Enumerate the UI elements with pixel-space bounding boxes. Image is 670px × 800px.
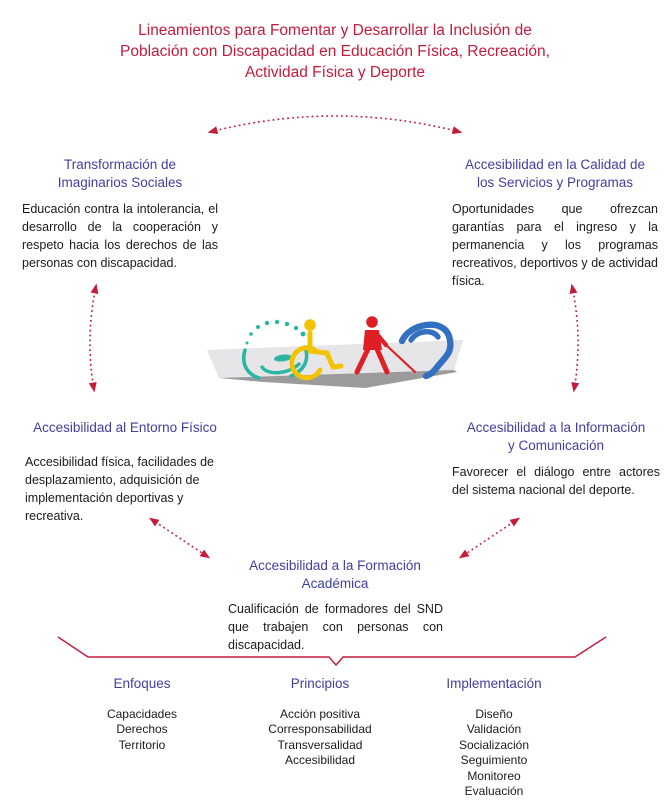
wheelchair-icon (289, 319, 344, 381)
node-heading: Accesibilidad en la Calidad de los Servi… (452, 156, 658, 191)
title-line-2: Población con Discapacidad en Educación … (120, 43, 550, 60)
heading-line: los Servicios y Programas (476, 174, 634, 190)
node-calidad-servicios: Accesibilidad en la Calidad de los Servi… (452, 156, 658, 290)
list-item: Seguimiento (460, 753, 528, 767)
ribbon-banner (207, 340, 463, 388)
left-vertical-arrow (88, 283, 99, 393)
hearing-impairment-ear-icon (398, 321, 454, 380)
right-vertical-arrow (569, 283, 580, 393)
visual-impairment-cane-icon (354, 316, 417, 375)
column-heading-label: Principios (290, 676, 350, 691)
list-item: Evaluación (464, 784, 524, 798)
column-heading-label: Implementación (446, 676, 542, 691)
column-implementacion: Implementación Diseño Validación Sociali… (419, 675, 569, 800)
node-heading: Transformación de Imaginarios Sociales (22, 156, 218, 191)
right-diagonal-arrow (458, 517, 521, 559)
title-line-1: Lineamientos para Fomentar y Desarrollar… (138, 22, 532, 39)
list-item: Monitoreo (467, 768, 521, 783)
cognitive-disability-icon (242, 319, 309, 380)
list-item: Transversalidad (277, 737, 363, 752)
node-body: Educación contra la intolerancia, el des… (22, 202, 218, 270)
list-item: Acción positiva (279, 706, 361, 721)
column-heading-label: Enfoques (113, 676, 171, 691)
node-body: Oportunidades que ofrezcan garantías par… (452, 202, 658, 288)
heading-line: y Comunicación (507, 437, 605, 453)
node-heading: Accesibilidad a la Formación Académica (225, 557, 445, 592)
list-item: Territorio (118, 737, 166, 752)
heading-line: Accesibilidad a la Formación (249, 558, 421, 573)
list-item: Corresponsabilidad (268, 722, 372, 736)
list-item: Socialización (458, 737, 530, 752)
page-title: Lineamientos para Fomentar y Desarrollar… (55, 20, 615, 83)
column-heading: Principios (245, 675, 395, 693)
list-item: Accesibilidad (284, 753, 356, 767)
node-entorno-fisico: Accesibilidad al Entorno Físico Accesibi… (25, 419, 225, 525)
column-items: Diseño Validación Socialización Seguimie… (419, 707, 569, 800)
column-enfoques: Enfoques Capacidades Derechos Territorio (67, 675, 217, 753)
title-line-3: Actividad Física y Deporte (244, 64, 426, 81)
column-heading: Implementación (419, 675, 569, 693)
column-items: Capacidades Derechos Territorio (67, 707, 217, 754)
list-item: Validación (466, 722, 522, 736)
node-informacion-comunicacion: Accesibilidad a la Información y Comunic… (452, 419, 660, 499)
column-principios: Principios Acción positiva Corresponsabi… (245, 675, 395, 769)
column-items: Acción positiva Corresponsabilidad Trans… (245, 707, 395, 769)
heading-line: Imaginarios Sociales (57, 174, 183, 190)
node-body: Favorecer el diálogo entre actores del s… (452, 465, 660, 497)
accessibility-icons-graphic (207, 316, 463, 388)
heading-line: Accesibilidad a la Información (466, 420, 646, 435)
node-formacion-academica: Accesibilidad a la Formación Académica C… (225, 557, 445, 654)
list-item: Diseño (475, 706, 513, 721)
node-heading: Accesibilidad a la Información y Comunic… (452, 419, 660, 454)
list-item: Capacidades (106, 706, 178, 721)
node-body: Cualificación de formadores del SND que … (228, 602, 443, 652)
gather-bracket (57, 636, 607, 667)
heading-line: Transformación de (63, 157, 177, 172)
list-item: Derechos (116, 722, 168, 736)
heading-line: Accesibilidad en la Calidad de (464, 157, 646, 172)
left-diagonal-arrow (148, 517, 211, 559)
heading-line: Académica (301, 575, 369, 591)
node-heading: Accesibilidad al Entorno Físico (25, 419, 225, 437)
node-body: Accesibilidad física, facilidades de des… (25, 454, 214, 523)
top-arc-arrow (207, 115, 463, 135)
node-transformacion-imaginarios: Transformación de Imaginarios Sociales E… (22, 156, 218, 272)
heading-line: Accesibilidad al Entorno Físico (33, 420, 217, 435)
column-heading: Enfoques (67, 675, 217, 693)
